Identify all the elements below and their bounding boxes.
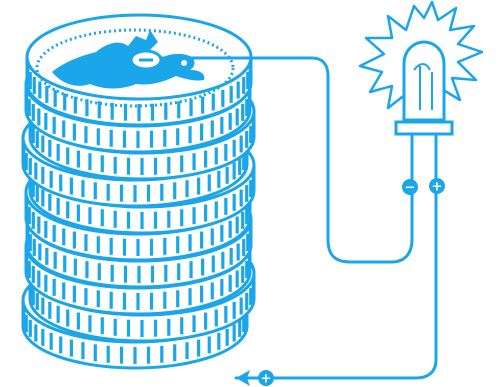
svg-text:−: − (405, 181, 416, 196)
led-bulb-icon (360, 2, 482, 152)
led-base (396, 122, 452, 134)
plus-terminal-icon: + (429, 178, 445, 195)
fish-eye-icon (181, 60, 187, 66)
plus-terminal-icon-bottom: + (258, 370, 274, 387)
negative-contact (131, 51, 161, 69)
svg-text:+: + (432, 180, 443, 195)
svg-text:+: + (261, 372, 272, 387)
led-dome (404, 42, 444, 120)
minus-terminal-icon: − (402, 179, 418, 196)
